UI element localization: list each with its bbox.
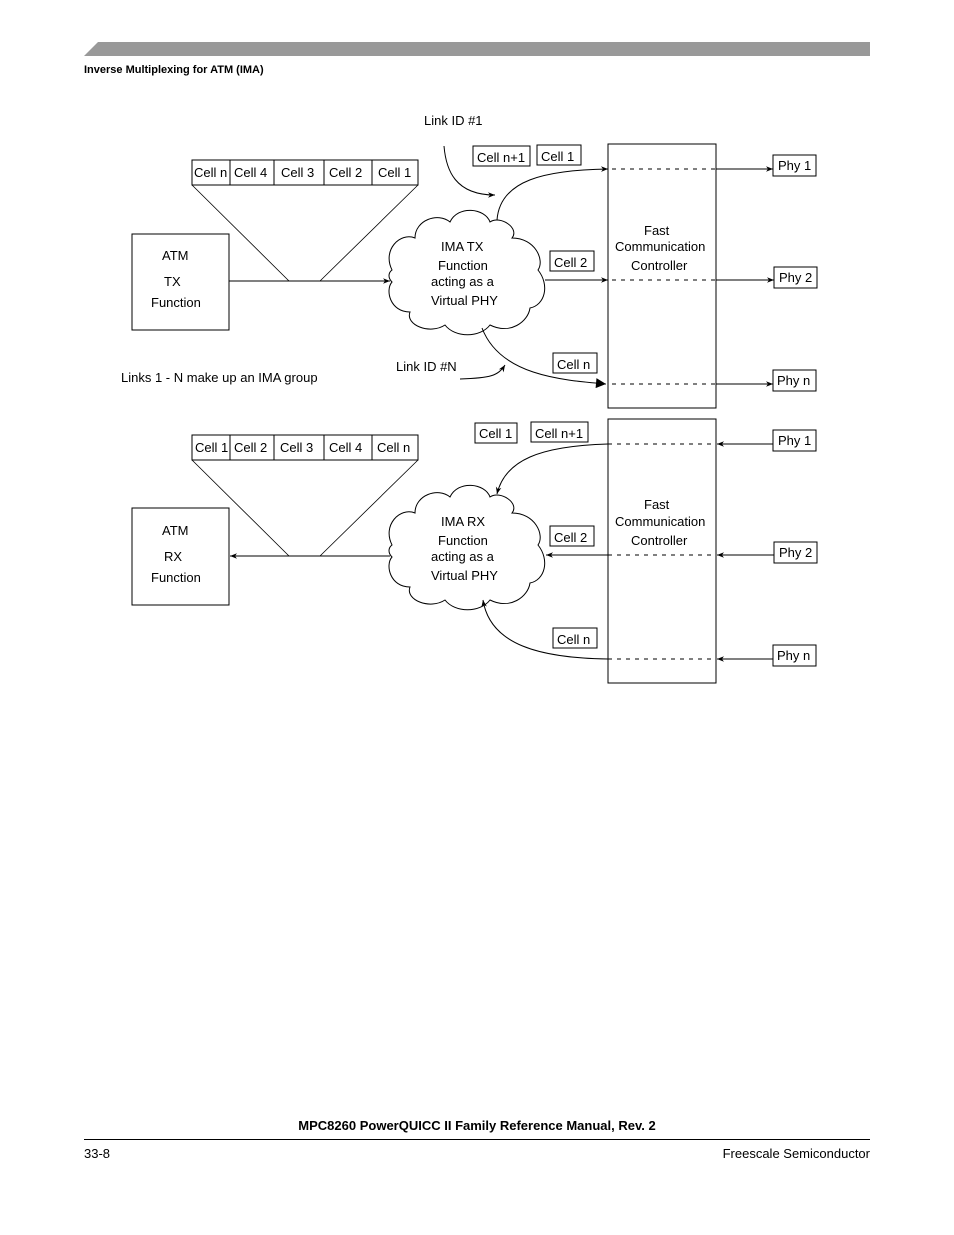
svg-text:acting as a: acting as a bbox=[431, 274, 495, 289]
atm-tx-box: ATM TX Function bbox=[131, 233, 230, 331]
rx-stack-cell: Cell n bbox=[377, 440, 410, 455]
page-number: 33-8 bbox=[84, 1146, 111, 1161]
svg-text:Phy n: Phy n bbox=[777, 373, 810, 388]
svg-text:Controller: Controller bbox=[631, 533, 688, 548]
tx-link-1-arrow bbox=[496, 166, 609, 221]
ima-rx-cloud: IMA RX Function acting as a Virtual PHY bbox=[388, 484, 546, 611]
rx-linkn-cell: Cell n bbox=[552, 627, 598, 649]
svg-text:Virtual PHY: Virtual PHY bbox=[431, 293, 498, 308]
rx-stack-cell: Cell 1 bbox=[195, 440, 228, 455]
svg-text:IMA TX: IMA TX bbox=[441, 239, 484, 254]
rx-fcc-box: Fast Communication Controller bbox=[607, 418, 717, 684]
svg-text:ATM: ATM bbox=[162, 523, 188, 538]
svg-text:IMA RX: IMA RX bbox=[441, 514, 485, 529]
tx-stack-cell: Cell n bbox=[194, 165, 227, 180]
tx-link2-cell: Cell 2 bbox=[549, 250, 595, 272]
header-bar bbox=[84, 42, 870, 56]
tx-cell-stack: Cell n Cell 4 Cell 3 Cell 2 Cell 1 bbox=[191, 159, 419, 186]
tx-stack-cell: Cell 4 bbox=[234, 165, 267, 180]
svg-text:Function: Function bbox=[438, 258, 488, 273]
svg-text:Cell 2: Cell 2 bbox=[554, 255, 587, 270]
svg-text:Fast: Fast bbox=[644, 223, 670, 238]
tx-stack-cell: Cell 3 bbox=[281, 165, 314, 180]
svg-text:Phy 2: Phy 2 bbox=[779, 270, 812, 285]
svg-text:Cell 2: Cell 2 bbox=[554, 530, 587, 545]
svg-text:Phy n: Phy n bbox=[777, 648, 810, 663]
rx-section: Cell 1 Cell 2 Cell 3 Cell 4 Cell n ATM R… bbox=[131, 418, 818, 684]
svg-text:Function: Function bbox=[151, 295, 201, 310]
svg-text:acting as a: acting as a bbox=[431, 549, 495, 564]
link-id-n-label: Link ID #N bbox=[396, 359, 457, 374]
tx-fcc-box: Fast Communication Controller bbox=[607, 143, 717, 409]
ima-group-note: Links 1 - N make up an IMA group bbox=[121, 370, 318, 385]
svg-text:Phy 1: Phy 1 bbox=[778, 433, 811, 448]
rx-link-1-arrow bbox=[495, 443, 609, 495]
svg-text:Phy 1: Phy 1 bbox=[778, 158, 811, 173]
rx-stack-cell: Cell 4 bbox=[329, 440, 362, 455]
rx-stack-cell: Cell 2 bbox=[234, 440, 267, 455]
svg-text:Controller: Controller bbox=[631, 258, 688, 273]
tx-stack-cell: Cell 1 bbox=[378, 165, 411, 180]
svg-text:Cell 1: Cell 1 bbox=[479, 426, 512, 441]
svg-text:Phy 2: Phy 2 bbox=[779, 545, 812, 560]
svg-text:RX: RX bbox=[164, 549, 182, 564]
company-name: Freescale Semiconductor bbox=[722, 1146, 870, 1161]
atm-rx-box: ATM RX Function bbox=[131, 507, 230, 606]
svg-text:Cell n: Cell n bbox=[557, 632, 590, 647]
rx-link1-cells: Cell 1 Cell n+1 bbox=[474, 421, 589, 444]
footer-manual-title: MPC8260 PowerQUICC II Family Reference M… bbox=[298, 1118, 656, 1133]
svg-text:Cell 1: Cell 1 bbox=[541, 149, 574, 164]
tx-stack-cell: Cell 2 bbox=[329, 165, 362, 180]
tx-phy-2: Phy 2 bbox=[773, 266, 818, 289]
svg-text:Cell n+1: Cell n+1 bbox=[477, 150, 525, 165]
rx-link-n-arrow bbox=[481, 599, 609, 660]
rx-stack-cell: Cell 3 bbox=[280, 440, 313, 455]
rx-phy-1: Phy 1 bbox=[772, 429, 817, 452]
rx-cell-stack: Cell 1 Cell 2 Cell 3 Cell 4 Cell n bbox=[191, 434, 419, 461]
svg-text:Fast: Fast bbox=[644, 497, 670, 512]
rx-phy-n: Phy n bbox=[772, 644, 817, 667]
footer-divider bbox=[84, 1139, 870, 1140]
svg-text:Cell n: Cell n bbox=[557, 357, 590, 372]
link-id-n-arrow bbox=[459, 364, 506, 380]
svg-text:Virtual PHY: Virtual PHY bbox=[431, 568, 498, 583]
svg-text:TX: TX bbox=[164, 274, 181, 289]
tx-linkn-cell: Cell n bbox=[552, 352, 598, 374]
rx-phy-2: Phy 2 bbox=[773, 541, 818, 564]
svg-text:Communication: Communication bbox=[615, 514, 705, 529]
tx-section: Link ID #1 Cell n Cell 4 Cell 3 Cell 2 C… bbox=[121, 113, 818, 409]
rx-link2-cell: Cell 2 bbox=[549, 525, 595, 547]
svg-text:Function: Function bbox=[151, 570, 201, 585]
svg-text:ATM: ATM bbox=[162, 248, 188, 263]
tx-phy-n: Phy n bbox=[772, 369, 817, 392]
tx-phy-1: Phy 1 bbox=[772, 154, 817, 177]
ima-tx-cloud: IMA TX Function acting as a Virtual PHY bbox=[388, 209, 546, 336]
svg-text:Cell n+1: Cell n+1 bbox=[535, 426, 583, 441]
tx-link1-cells: Cell n+1 Cell 1 bbox=[472, 144, 582, 167]
svg-text:Communication: Communication bbox=[615, 239, 705, 254]
tx-link-n-arrow bbox=[481, 327, 607, 389]
section-title: Inverse Multiplexing for ATM (IMA) bbox=[84, 64, 264, 76]
link-id-1-label: Link ID #1 bbox=[424, 113, 483, 128]
svg-text:Function: Function bbox=[438, 533, 488, 548]
link-id-1-arrow bbox=[443, 145, 496, 198]
